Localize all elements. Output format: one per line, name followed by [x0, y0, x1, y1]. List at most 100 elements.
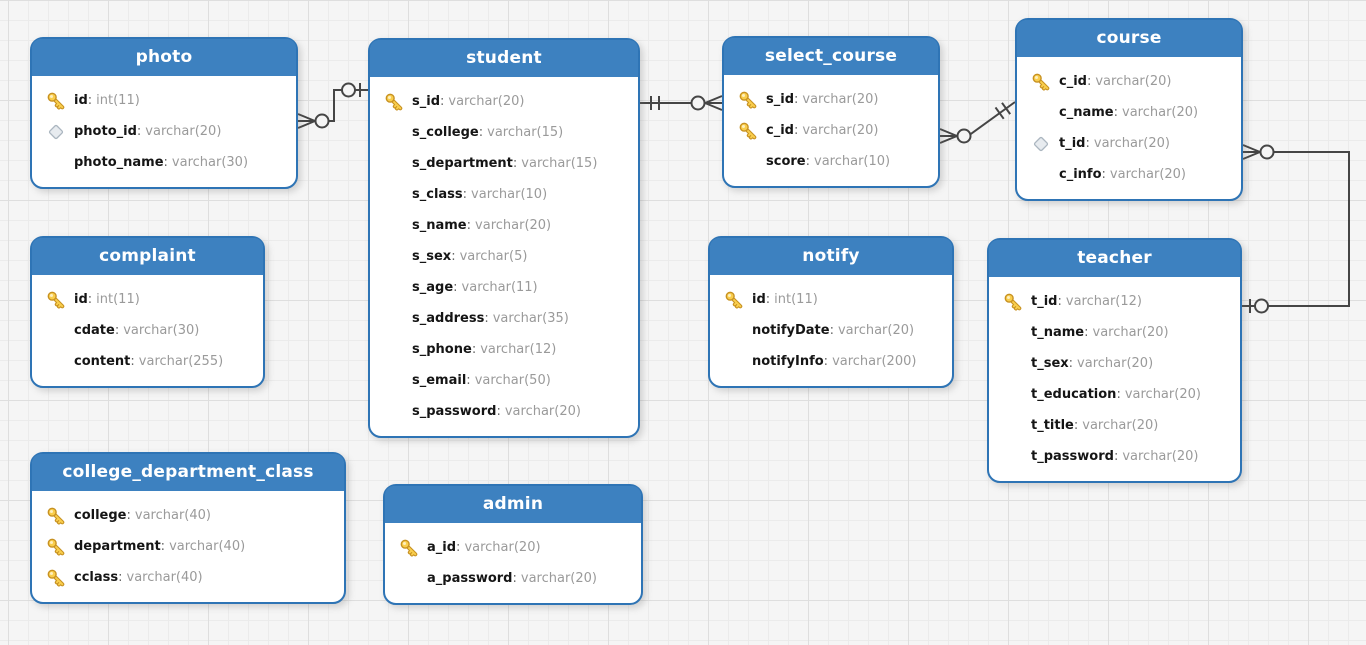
field-row-s_phone[interactable]: s_phone:varchar(12)	[370, 334, 632, 365]
field-separator: :	[471, 342, 477, 357]
field-row-s_age[interactable]: s_age:varchar(11)	[370, 272, 632, 303]
field-row-s_department[interactable]: s_department:varchar(15)	[370, 148, 632, 179]
field-name: a_id	[427, 540, 457, 555]
field-row-a_id[interactable]: a_id:varchar(20)	[385, 532, 635, 563]
field-separator: :	[126, 508, 131, 523]
no-icon	[383, 371, 404, 391]
primary-key-icon	[1002, 292, 1023, 312]
field-row-t_id[interactable]: t_id:varchar(12)	[989, 286, 1234, 317]
no-icon	[398, 569, 419, 589]
table-title-course: course	[1017, 20, 1241, 60]
no-icon	[1002, 447, 1023, 467]
primary-key-icon	[723, 290, 744, 310]
table-title-student: student	[370, 40, 638, 80]
field-type: varchar(30)	[171, 155, 249, 170]
no-icon	[45, 352, 66, 372]
field-row-a_password[interactable]: a_password:varchar(20)	[385, 563, 635, 594]
field-separator: :	[1057, 294, 1062, 309]
table-photo[interactable]: photo id:int(11) photo_id:varchar(20)pho…	[30, 37, 298, 189]
field-row-cclass[interactable]: cclass:varchar(40)	[32, 562, 338, 593]
table-title-notify: notify	[710, 238, 952, 278]
table-notify[interactable]: notify id:int(11)notifyDate:varchar(20)n…	[708, 236, 954, 388]
field-name: c_info	[1059, 167, 1102, 182]
table-title-teacher: teacher	[989, 240, 1240, 280]
table-teacher[interactable]: teacher t_id:varchar(12)t_name:varchar(2…	[987, 238, 1242, 483]
primary-key-icon	[45, 91, 66, 111]
field-separator: :	[466, 218, 472, 233]
no-icon	[723, 352, 744, 372]
field-row-t_password[interactable]: t_password:varchar(20)	[989, 441, 1234, 472]
primary-key-icon	[45, 506, 66, 526]
field-row-photo_id[interactable]: photo_id:varchar(20)	[32, 116, 290, 147]
field-type: varchar(20)	[837, 323, 915, 338]
field-row-notifyDate[interactable]: notifyDate:varchar(20)	[710, 315, 946, 346]
field-name: s_name	[412, 218, 467, 233]
no-icon	[1002, 385, 1023, 405]
field-row-department[interactable]: department:varchar(40)	[32, 531, 338, 562]
field-separator: :	[136, 124, 142, 139]
field-row-c_name[interactable]: c_name:varchar(20)	[1017, 97, 1235, 128]
field-separator: :	[805, 154, 810, 169]
table-admin[interactable]: admin a_id:varchar(20)a_password:varchar…	[383, 484, 643, 605]
field-name: s_department	[412, 156, 513, 171]
field-name: content	[74, 354, 131, 369]
field-row-t_education[interactable]: t_education:varchar(20)	[989, 379, 1234, 410]
field-row-t_sex[interactable]: t_sex:varchar(20)	[989, 348, 1234, 379]
field-type: varchar(15)	[521, 156, 598, 171]
field-separator: :	[456, 540, 461, 555]
field-row-t_name[interactable]: t_name:varchar(20)	[989, 317, 1234, 348]
field-row-s_id[interactable]: s_id:varchar(20)	[724, 84, 932, 115]
table-select_course[interactable]: select_course s_id:varchar(20) c_id:varc…	[722, 36, 940, 188]
field-row-c_id[interactable]: c_id:varchar(20)	[724, 115, 932, 146]
no-icon	[1002, 354, 1023, 374]
field-row-score[interactable]: score:varchar(10)	[724, 146, 932, 177]
field-type: varchar(10)	[471, 187, 548, 202]
field-separator: :	[1116, 387, 1121, 402]
field-row-s_email[interactable]: s_email:varchar(50)	[370, 365, 632, 396]
table-course[interactable]: course c_id:varchar(20)c_name:varchar(20…	[1015, 18, 1243, 201]
field-row-id[interactable]: id:int(11)	[710, 284, 946, 315]
field-row-s_password[interactable]: s_password:varchar(20)	[370, 396, 632, 427]
field-name: cclass	[74, 570, 119, 585]
table-college_department_class[interactable]: college_department_class college:varchar…	[30, 452, 346, 604]
field-type: varchar(15)	[487, 125, 564, 140]
field-type: varchar(12)	[1065, 294, 1142, 309]
field-row-cdate[interactable]: cdate:varchar(30)	[32, 315, 257, 346]
field-name: s_password	[412, 404, 497, 419]
field-row-college[interactable]: college:varchar(40)	[32, 500, 338, 531]
field-name: s_address	[412, 311, 485, 326]
field-row-content[interactable]: content:varchar(255)	[32, 346, 257, 377]
field-separator: :	[1073, 418, 1079, 433]
field-name: a_password	[427, 571, 513, 586]
table-student[interactable]: student s_id:varchar(20)s_college:varcha…	[368, 38, 640, 438]
field-row-t_title[interactable]: t_title:varchar(20)	[989, 410, 1234, 441]
field-separator: :	[793, 123, 799, 138]
field-row-c_id[interactable]: c_id:varchar(20)	[1017, 66, 1235, 97]
field-row-s_address[interactable]: s_address:varchar(35)	[370, 303, 632, 334]
field-separator: :	[512, 571, 517, 586]
field-row-c_info[interactable]: c_info:varchar(20)	[1017, 159, 1235, 190]
field-row-photo_name[interactable]: photo_name:varchar(30)	[32, 147, 290, 178]
table-complaint[interactable]: complaint id:int(11)cdate:varchar(30)con…	[30, 236, 265, 388]
field-row-t_id[interactable]: t_id:varchar(20)	[1017, 128, 1235, 159]
field-type: int(11)	[96, 93, 140, 108]
field-row-notifyInfo[interactable]: notifyInfo:varchar(200)	[710, 346, 946, 377]
field-row-s_sex[interactable]: s_sex:varchar(5)	[370, 241, 632, 272]
no-icon	[383, 278, 404, 298]
field-separator: :	[823, 354, 829, 369]
field-row-s_name[interactable]: s_name:varchar(20)	[370, 210, 632, 241]
field-row-s_class[interactable]: s_class:varchar(10)	[370, 179, 632, 210]
field-row-id[interactable]: id:int(11)	[32, 284, 257, 315]
field-row-s_college[interactable]: s_college:varchar(15)	[370, 117, 632, 148]
field-type: varchar(20)	[802, 92, 879, 107]
primary-key-icon	[737, 121, 758, 141]
field-type: varchar(20)	[504, 404, 581, 419]
primary-key-icon	[45, 537, 66, 557]
field-name: t_title	[1031, 418, 1074, 433]
field-type: varchar(10)	[814, 154, 891, 169]
field-separator: :	[794, 92, 799, 107]
field-row-id[interactable]: id:int(11)	[32, 85, 290, 116]
field-row-s_id[interactable]: s_id:varchar(20)	[370, 86, 632, 117]
no-icon	[45, 153, 66, 173]
